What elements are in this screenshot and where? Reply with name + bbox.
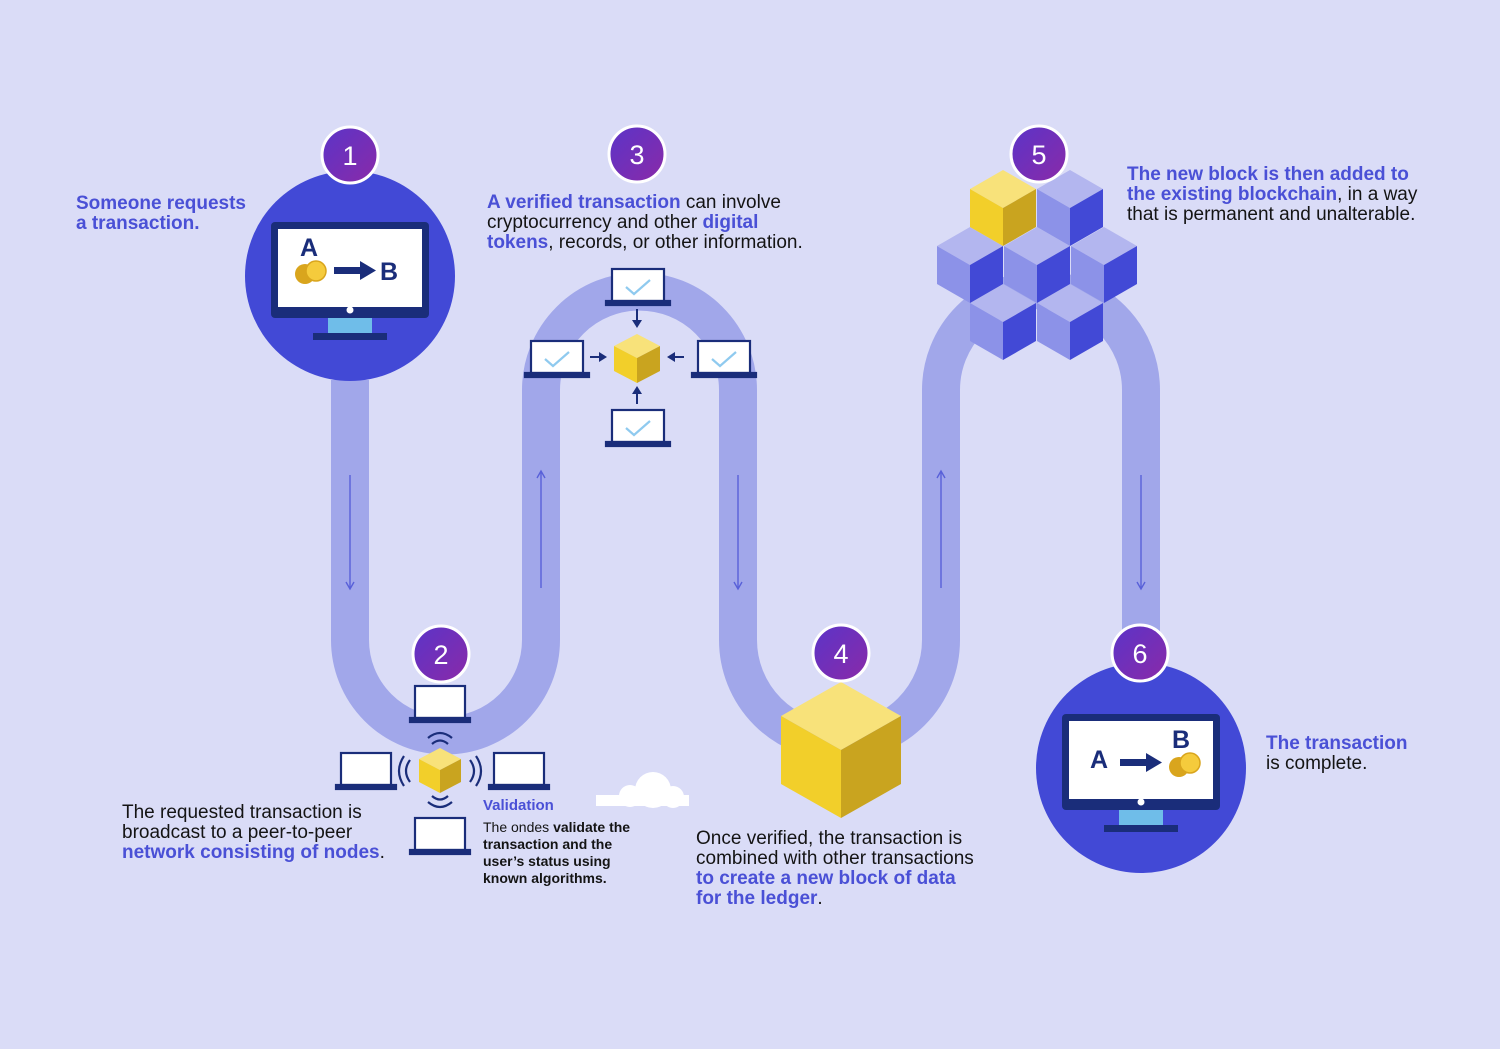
step5-text1: , in a way [1337,184,1418,205]
step-badge-6: 6 [1110,623,1170,683]
step-badge-2: 2 [411,624,471,684]
step3-text3: , records, or other information. [548,232,803,253]
monitor6-from-label: A [1090,746,1108,774]
step4-description: Once verified, the transaction is combin… [696,829,974,909]
laptop-icon [604,408,672,448]
validation-line4: known algorithms. [483,870,607,886]
validation-pre: The ondes [483,819,554,835]
step1-line1: Someone requests [76,193,246,214]
step3-highlight3: tokens [487,232,549,253]
coin-icon [295,260,327,284]
step2-line1: The requested transaction is [122,802,362,823]
step4-line2: combined with other transactions [696,848,974,869]
laptop-icon [334,751,398,791]
step3-description: A verified transaction can involve crypt… [487,193,803,253]
step-number: 6 [1132,639,1147,669]
validation-line2: transaction and the [483,836,613,852]
step3-text2: cryptocurrency and other [487,212,703,233]
arrow-up-icon [936,469,946,588]
step3-highlight1: A verified transaction [487,192,681,213]
arrow-icon [1120,753,1162,772]
cube-icon [419,748,461,793]
step5-text2: that is permanent and unalterable. [1127,204,1416,225]
check-icon [544,279,737,437]
step-badge-4: 4 [811,623,871,683]
step-badge-1: 1 [320,125,380,185]
step6-highlight: The transaction [1266,733,1408,754]
step-number: 1 [342,141,357,171]
arrow-icon [334,261,376,280]
new-block-cube-icon [970,170,1036,246]
wifi-signal-icon [397,731,483,809]
validation-highlight: validate the [553,819,631,835]
step5-description: The new block is then added to the exist… [1127,165,1417,225]
step4-tail: . [817,888,823,909]
laptop-icon [604,267,672,307]
step5-highlight1: The new block is then added to [1127,164,1409,185]
coin-icon [1169,752,1201,777]
arrow-down-icon [1136,475,1146,591]
validation-note: Validation The ondes validate the transa… [483,796,630,887]
step6-description: The transaction is complete. [1266,734,1407,774]
cube-icon [614,334,660,383]
monitor1-from-label: A [300,234,318,262]
step2-tail: . [379,842,385,863]
step2-line2: broadcast to a peer-to-peer [122,822,353,843]
step3-text1: can involve [680,192,781,213]
cloud-icon [596,772,689,808]
step-badge-5: 5 [1009,124,1069,184]
monitor1-to-label: B [380,258,398,286]
arrow-up-icon [536,469,546,588]
step5-highlight2: the existing blockchain [1127,184,1338,205]
step-number: 4 [833,639,848,669]
laptop-icon [523,339,591,379]
laptop-icon [408,816,472,856]
cube-icon [781,682,901,818]
laptop-icon [408,684,472,724]
step3-highlight2: digital [702,212,759,233]
blockchain-cubes-icon [937,170,1137,360]
arrow-icon [590,309,684,404]
laptop-icon [690,339,758,379]
step6-text: is complete. [1266,753,1368,774]
step-number: 3 [629,140,644,170]
step-number: 2 [433,640,448,670]
laptop-icon [487,751,551,791]
step4-highlight1: to create a new block of data [696,868,956,889]
step4-line1: Once verified, the transaction is [696,828,963,849]
arrow-down-icon [733,475,743,591]
arrow-down-icon [345,475,355,591]
step4-highlight2: for the ledger [696,888,818,909]
step-badge-3: 3 [607,124,667,184]
step1-line2: a transaction. [76,213,200,234]
step-number: 5 [1031,140,1046,170]
step2-description: The requested transaction is broadcast t… [122,803,385,863]
flow-arrows [345,469,1146,591]
validation-line3: user’s status using [483,853,611,869]
step2-highlight: network consisting of nodes [122,842,380,863]
step1-description: Someone requests a transaction. [76,194,246,234]
validation-title: Validation [483,797,554,814]
monitor6-to-label: B [1172,726,1190,754]
